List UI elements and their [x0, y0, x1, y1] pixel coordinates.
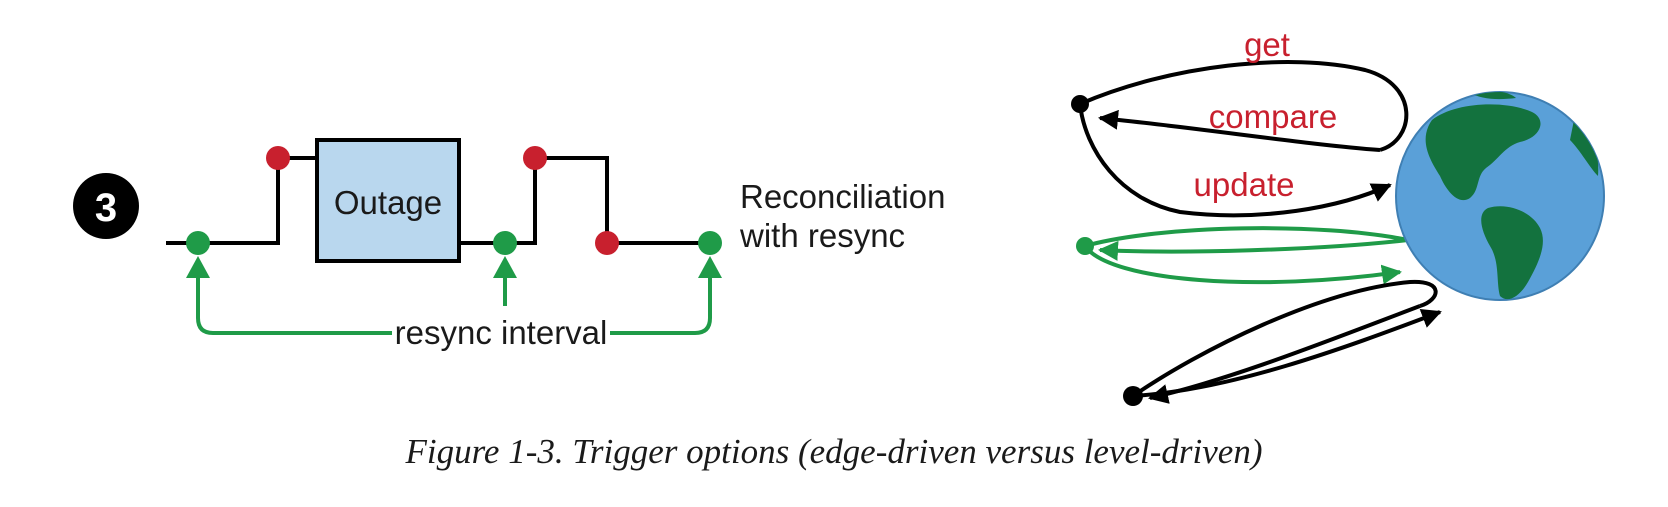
signal-line: [166, 156, 710, 245]
step-badge: 3: [73, 173, 139, 239]
edge-dot: [266, 146, 290, 170]
compare-label: compare: [1209, 98, 1337, 135]
arrow-up-icon: [698, 256, 722, 278]
reconcile-loop-black: [1078, 60, 1409, 218]
svg-text:Outage: Outage: [334, 184, 442, 221]
outage-box: Outage: [315, 138, 461, 263]
arrow-up-icon: [186, 256, 210, 278]
with-resync-label: with resync: [739, 217, 905, 254]
reconcile-loop-black-bottom: [1131, 279, 1442, 404]
figure-caption: Figure 1-3. Trigger options (edge-driven…: [405, 432, 1263, 471]
svg-text:3: 3: [95, 186, 117, 230]
reconcile-loop-green: [1083, 226, 1409, 285]
globe-icon: [1395, 91, 1605, 301]
get-label: get: [1244, 26, 1290, 63]
loop-start-dot: [1123, 386, 1143, 406]
update-label: update: [1194, 166, 1295, 203]
loop-start-dot: [1071, 95, 1089, 113]
reconciliation-label: Reconciliation: [740, 178, 945, 215]
loop-start-dot: [1076, 237, 1094, 255]
resync-dot: [493, 231, 517, 255]
resync-dot: [186, 231, 210, 255]
arrow-up-icon: [493, 256, 517, 278]
resync-interval-label: resync interval: [395, 314, 608, 351]
resync-dot: [698, 231, 722, 255]
edge-dot: [595, 231, 619, 255]
edge-dot: [523, 146, 547, 170]
